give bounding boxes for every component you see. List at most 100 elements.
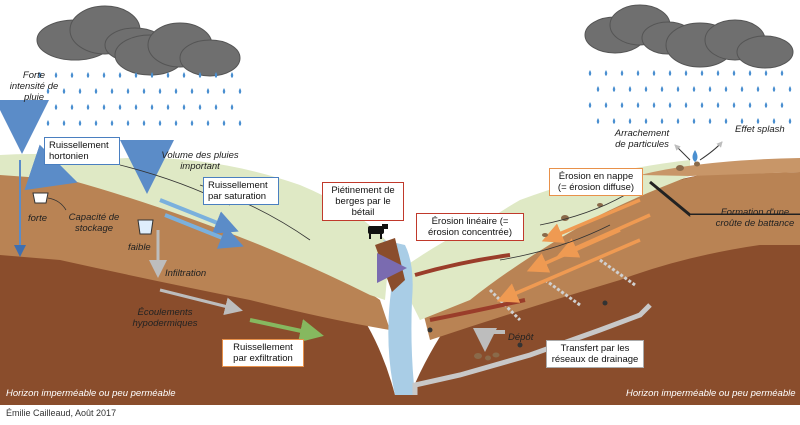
rain-drop [174,120,178,126]
rain-drop [764,102,768,108]
rain-drop [238,88,242,94]
rain-drop [756,118,760,124]
splash-arrow [699,141,723,161]
rain-drop [54,104,58,110]
label-horizon-left: Horizon imperméable ou peu perméable [6,388,176,399]
rain-drop [102,72,106,78]
label-ecoulements-hypodermiques: Écoulements hypodermiques [132,307,198,329]
rain-drop [126,88,130,94]
rain-drop [214,104,218,110]
rain-drop [142,120,146,126]
rain-drop [134,72,138,78]
rain-drop [668,102,672,108]
label-effet-splash: Effet splash [735,124,785,135]
rain-drop [748,70,752,76]
rain-drop [70,72,74,78]
deposit-arrow [473,328,505,352]
rain-drop [222,120,226,126]
exfiltration-arrow [249,318,324,343]
rain-drop [780,70,784,76]
rain-drop [588,102,592,108]
rain-drop [628,118,632,124]
box-ruissellement-saturation: Ruissellement par saturation [203,177,279,205]
rain-drop [788,118,792,124]
label-horizon-right: Horizon imperméable ou peu perméable [626,388,796,399]
splash-arrow [674,144,691,161]
rain-drop [150,72,154,78]
rain-drop [166,72,170,78]
rain-drop [676,86,680,92]
plateau-right [640,158,800,176]
rain-drop [86,72,90,78]
rain-drop [118,104,122,110]
rain-drop [102,104,106,110]
rain-drop [612,118,616,124]
rain-drop [190,88,194,94]
rain-drop [38,104,42,110]
drain-pipe [412,303,652,395]
rain-drop [604,70,608,76]
rain-drops [38,70,792,126]
drain-pipe-branch [599,258,636,287]
gully [414,253,511,277]
cloud-right [584,4,794,69]
rain-drop [628,86,632,92]
soil-layer [0,165,390,330]
rain-drop [660,86,664,92]
label-depot: Dépôt [508,332,534,343]
rain-drop [182,104,186,110]
rain-drop [620,70,624,76]
rain-drop [70,104,74,110]
rain-drop [38,72,42,78]
rain-drop [174,88,178,94]
box-ruissellement-exfiltration: Ruissellement par exfiltration [222,339,304,367]
rain-drop [668,70,672,76]
rain-drop [756,86,760,92]
rain-drop [620,102,624,108]
rain-drop [684,70,688,76]
rain-drop [134,104,138,110]
rain-drop [604,102,608,108]
rain-drop [596,118,600,124]
rain-drop [692,118,696,124]
rain-drop [708,118,712,124]
rain-drop [62,88,66,94]
rain-drop [206,88,210,94]
slope-contour [539,194,626,226]
drain-node [427,327,433,333]
rain-drop [692,86,696,92]
bucket-icon [137,219,154,235]
rain-drop [182,72,186,78]
label-forte-intensite: Forte intensité de pluie [9,70,59,103]
box-erosion-nappe: Érosion en nappe (= érosion diffuse) [549,168,643,196]
rain-drop [230,104,234,110]
rain-drop [748,102,752,108]
box-transfert-drainage: Transfert par les réseaux de drainage [546,340,644,368]
label-infiltration: Infiltration [165,268,207,279]
rain-drop [676,118,680,124]
splash-drop-icon [692,150,698,162]
rain-drop [708,86,712,92]
rain-drop [166,104,170,110]
rain-drop [158,120,162,126]
rain-drop [732,70,736,76]
rain-drop [158,88,162,94]
rain-drop [788,86,792,92]
label-faible: faible [128,242,151,253]
hortonian-flow-arrow [24,144,78,191]
rain-drop [764,70,768,76]
rain-drop [110,120,114,126]
box-pietinement: Piétinement de berges par le bétail [322,182,404,221]
rain-drop [198,104,202,110]
drain-node [517,342,523,348]
label-volume-pluies: Volume des pluies important [161,150,239,172]
rain-drop [206,120,210,126]
drain-node [602,300,608,306]
storage-leader [47,197,67,211]
rain-drop [772,86,776,92]
cow-icon [368,224,388,239]
rain-drop [110,88,114,94]
cloud-left [36,5,241,77]
rain-drop [644,118,648,124]
sheet-erosion-arrow [496,238,641,303]
